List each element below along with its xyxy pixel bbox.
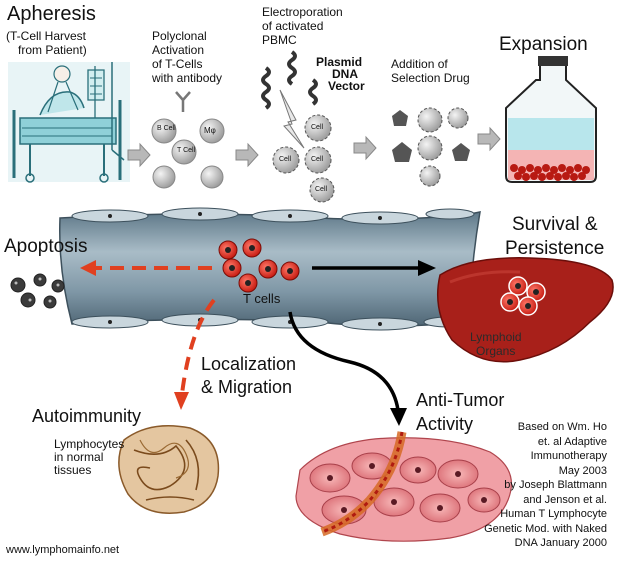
- credit-line: Human T Lymphocyte: [500, 508, 607, 520]
- electroporated-cells: [272, 114, 335, 203]
- hospital-bed-illustration: [8, 62, 130, 183]
- activation-label-3: of T-Cells: [152, 57, 203, 71]
- apheresis-title: Apheresis: [7, 3, 96, 25]
- activation-label-1: Polyclonal: [152, 29, 207, 43]
- electroporation-label-3: PBMC: [262, 33, 297, 47]
- selection-label-1: Addition of: [391, 57, 448, 71]
- anti-tumor-label-1: Anti-Tumor: [416, 390, 505, 410]
- anti-tumor-label-2: Activity: [416, 414, 474, 434]
- t-cell-label: T Cell: [177, 147, 196, 154]
- activation-label-2: Activation: [152, 43, 205, 57]
- tumor-tissue-illustration: [295, 431, 512, 542]
- survival-label-1: Survival &: [512, 214, 598, 235]
- lymphoid-label-2: Organs: [476, 344, 516, 358]
- t-cells-label: T cells: [243, 291, 281, 306]
- plasmid-label-3: Vector: [328, 79, 365, 93]
- lymphoid-label-1: Lymphoid: [470, 330, 522, 344]
- lymphocytes-label-1: Lymphocytes: [54, 437, 125, 451]
- electroporation-label-2: of activated: [262, 19, 324, 33]
- culture-flask: [505, 56, 597, 183]
- lymphocytes-label-3: tissues: [54, 463, 92, 477]
- lightning-icon: [279, 89, 305, 149]
- cell-label-1: Cell: [311, 124, 324, 131]
- anti-tumor-arrow: [288, 311, 407, 426]
- lymphocytes-label-2: in normal: [54, 450, 104, 464]
- plasmid-label-2: DNA: [332, 67, 358, 81]
- electroporation-label-1: Electroporation: [262, 5, 343, 19]
- apoptosis-arrow: [80, 260, 212, 276]
- expanded-cell-layer: [510, 164, 590, 181]
- credit-line: DNA January 2000: [514, 537, 607, 549]
- expansion-label: Expansion: [499, 34, 588, 55]
- website-link[interactable]: www.lymphomainfo.net: [6, 544, 120, 556]
- autoimmunity-arrow: [174, 298, 216, 410]
- b-cell-label: B Cell: [157, 125, 176, 132]
- activation-cells: [151, 118, 225, 189]
- localization-label-1: Localization: [201, 354, 297, 374]
- selection-label-2: Selection Drug: [391, 71, 470, 85]
- localization-label-2: & Migration: [201, 377, 293, 397]
- activation-label-4: with antibody: [152, 71, 223, 85]
- credit-line: by Joseph Blattmann: [504, 479, 607, 491]
- cell-label-2: Cell: [279, 156, 292, 163]
- apheresis-sub-2: from Patient): [18, 43, 87, 57]
- credit-line: Immunotherapy: [530, 450, 607, 462]
- apheresis-sub-1: (T-Cell Harvest: [6, 29, 87, 43]
- cell-label-4: Cell: [315, 186, 328, 193]
- selection-cells: [392, 107, 470, 187]
- credit-line: and Jenson et al.: [523, 493, 607, 506]
- survival-label-2: Persistence: [505, 238, 605, 259]
- credit-line: et. al Adaptive: [537, 435, 607, 448]
- credit-line: May 2003: [558, 464, 607, 477]
- normal-tissue-illustration: [118, 425, 220, 514]
- credit-line: Genetic Mod. with Naked: [484, 522, 607, 535]
- apoptosis-label: Apoptosis: [4, 236, 88, 257]
- step-arrows: [127, 126, 501, 168]
- survival-arrow: [312, 260, 436, 276]
- autoimmunity-label: Autoimmunity: [32, 406, 142, 426]
- credit-block: Based on Wm. Ho et. al Adaptive Immunoth…: [484, 420, 607, 551]
- credit-line: Based on Wm. Ho: [517, 421, 607, 433]
- t-cells-cluster: [218, 238, 300, 293]
- plasmid-label-1: Plasmid: [316, 55, 363, 69]
- plasmid-dna-icon: [261, 50, 318, 110]
- macrophage-label: Mφ: [204, 126, 216, 135]
- cell-label-3: Cell: [311, 156, 324, 163]
- lymphoid-organ-spleen: [437, 257, 614, 363]
- antibody-icon: [175, 91, 191, 112]
- apoptotic-cells: [10, 273, 65, 309]
